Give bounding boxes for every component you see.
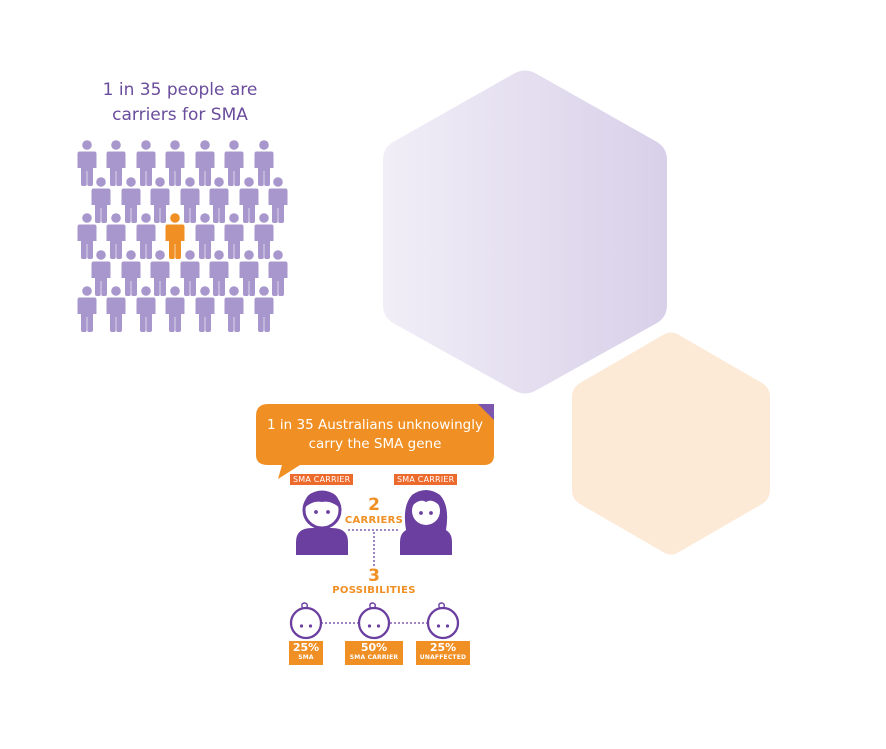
large-lavender-hexagon (383, 70, 667, 394)
mother-carrier-tag: SMA CARRIER (394, 474, 458, 485)
outcome-unaffected-box: 25% UNAFFECTED (416, 641, 470, 665)
outcome-unaffected-percent: 25% (429, 641, 457, 654)
outcome-sma-label: SMA (298, 654, 314, 661)
outcome-carrier-percent: 50% (360, 641, 388, 654)
bubble-line1: 1 in 35 Australians unknowingly (267, 417, 483, 433)
baby-sma-icon (289, 602, 323, 640)
crowd-title-line1: 1 in 35 people are (102, 80, 258, 100)
outcome-sma-percent: 25% (292, 641, 320, 654)
crowd-title: 1 in 35 people are carriers for SMA (60, 78, 300, 128)
crowd-title-line2: carriers for SMA (112, 105, 248, 125)
outcome-carrier-box: 50% SMA CARRIER (345, 641, 403, 665)
carriers-label: CARRIERS (344, 515, 404, 526)
outcome-unaffected-label: UNAFFECTED (419, 654, 467, 661)
mother-carrier-icon (400, 490, 452, 555)
baby-unaffected-icon (426, 602, 460, 640)
outcome-sma-box: 25% SMA (289, 641, 323, 665)
outcome-carrier-label: SMA CARRIER (349, 654, 399, 661)
father-carrier-tag: SMA CARRIER (290, 474, 354, 485)
possibilities-number: 3 (368, 566, 380, 586)
father-carrier-icon (296, 490, 348, 555)
bubble-line2: carry the SMA gene (308, 436, 442, 452)
bubble-text: 1 in 35 Australians unknowingly carry th… (258, 416, 492, 454)
baby-carrier-icon (357, 602, 391, 640)
bubble-corner-accent (478, 404, 494, 420)
possibilities-label: POSSIBILITIES (332, 585, 416, 596)
small-peach-hexagon (572, 332, 770, 555)
carriers-number: 2 (368, 495, 380, 515)
speech-bubble-shape (256, 404, 494, 479)
